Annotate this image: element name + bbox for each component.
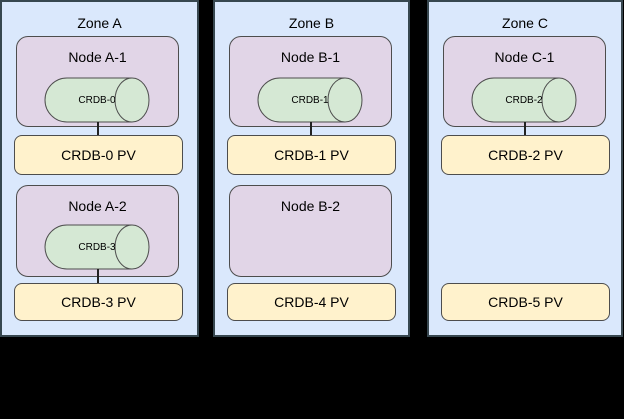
zone-b-container: Zone B Node B-1 CRDB-1 CRDB-1 PV Node B-… [213, 0, 410, 337]
crdb-5-pv-box: CRDB-5 PV [441, 283, 610, 321]
cylinder-icon [44, 224, 150, 270]
crdb-1-pod-label: CRDB-1 [291, 94, 329, 106]
connector-crdb2-to-pv [524, 122, 526, 136]
node-c1-label: Node C-1 [494, 49, 555, 65]
connector-crdb0-to-pv [97, 122, 99, 136]
node-b2-label: Node B-2 [280, 198, 341, 214]
node-a2: Node A-2 CRDB-3 [16, 185, 179, 277]
crdb-3-pod-label: CRDB-3 [78, 241, 116, 253]
crdb-1-pv-box: CRDB-1 PV [227, 135, 396, 175]
crdb-2-pod-label: CRDB-2 [505, 94, 543, 106]
zone-c-container: Zone C Node C-1 CRDB-2 CRDB-2 PV CRDB-5 … [427, 0, 623, 337]
connector-crdb1-to-pv [310, 122, 312, 136]
crdb-3-pv-box: CRDB-3 PV [14, 283, 183, 321]
cylinder-icon [471, 77, 577, 123]
crdb-0-pv-box: CRDB-0 PV [14, 135, 183, 175]
connector-crdb3-to-pv [97, 269, 99, 284]
crdb-2-pv-box: CRDB-2 PV [441, 135, 610, 175]
node-b1: Node B-1 CRDB-1 [229, 36, 392, 127]
zone-b-title: Zone B [288, 15, 335, 31]
crdb-4-pv-box: CRDB-4 PV [227, 283, 396, 321]
zone-a-title: Zone A [77, 15, 122, 31]
crdb-3-pod-cylinder: CRDB-3 [44, 224, 150, 270]
crdb-1-pod-cylinder: CRDB-1 [257, 77, 363, 123]
zone-a-container: Zone A Node A-1 CRDB-0 CRDB-0 PV Node A-… [0, 0, 199, 337]
node-b1-label: Node B-1 [280, 49, 341, 65]
node-c1: Node C-1 CRDB-2 [443, 36, 606, 127]
cylinder-icon [257, 77, 363, 123]
node-a1-label: Node A-1 [68, 49, 127, 65]
node-a2-label: Node A-2 [68, 198, 127, 214]
cylinder-icon [44, 77, 150, 123]
zone-c-title: Zone C [502, 15, 548, 31]
node-b2: Node B-2 [229, 185, 392, 277]
crdb-0-pod-label: CRDB-0 [78, 94, 116, 106]
crdb-2-pod-cylinder: CRDB-2 [471, 77, 577, 123]
crdb-0-pod-cylinder: CRDB-0 [44, 77, 150, 123]
node-a1: Node A-1 CRDB-0 [16, 36, 179, 127]
